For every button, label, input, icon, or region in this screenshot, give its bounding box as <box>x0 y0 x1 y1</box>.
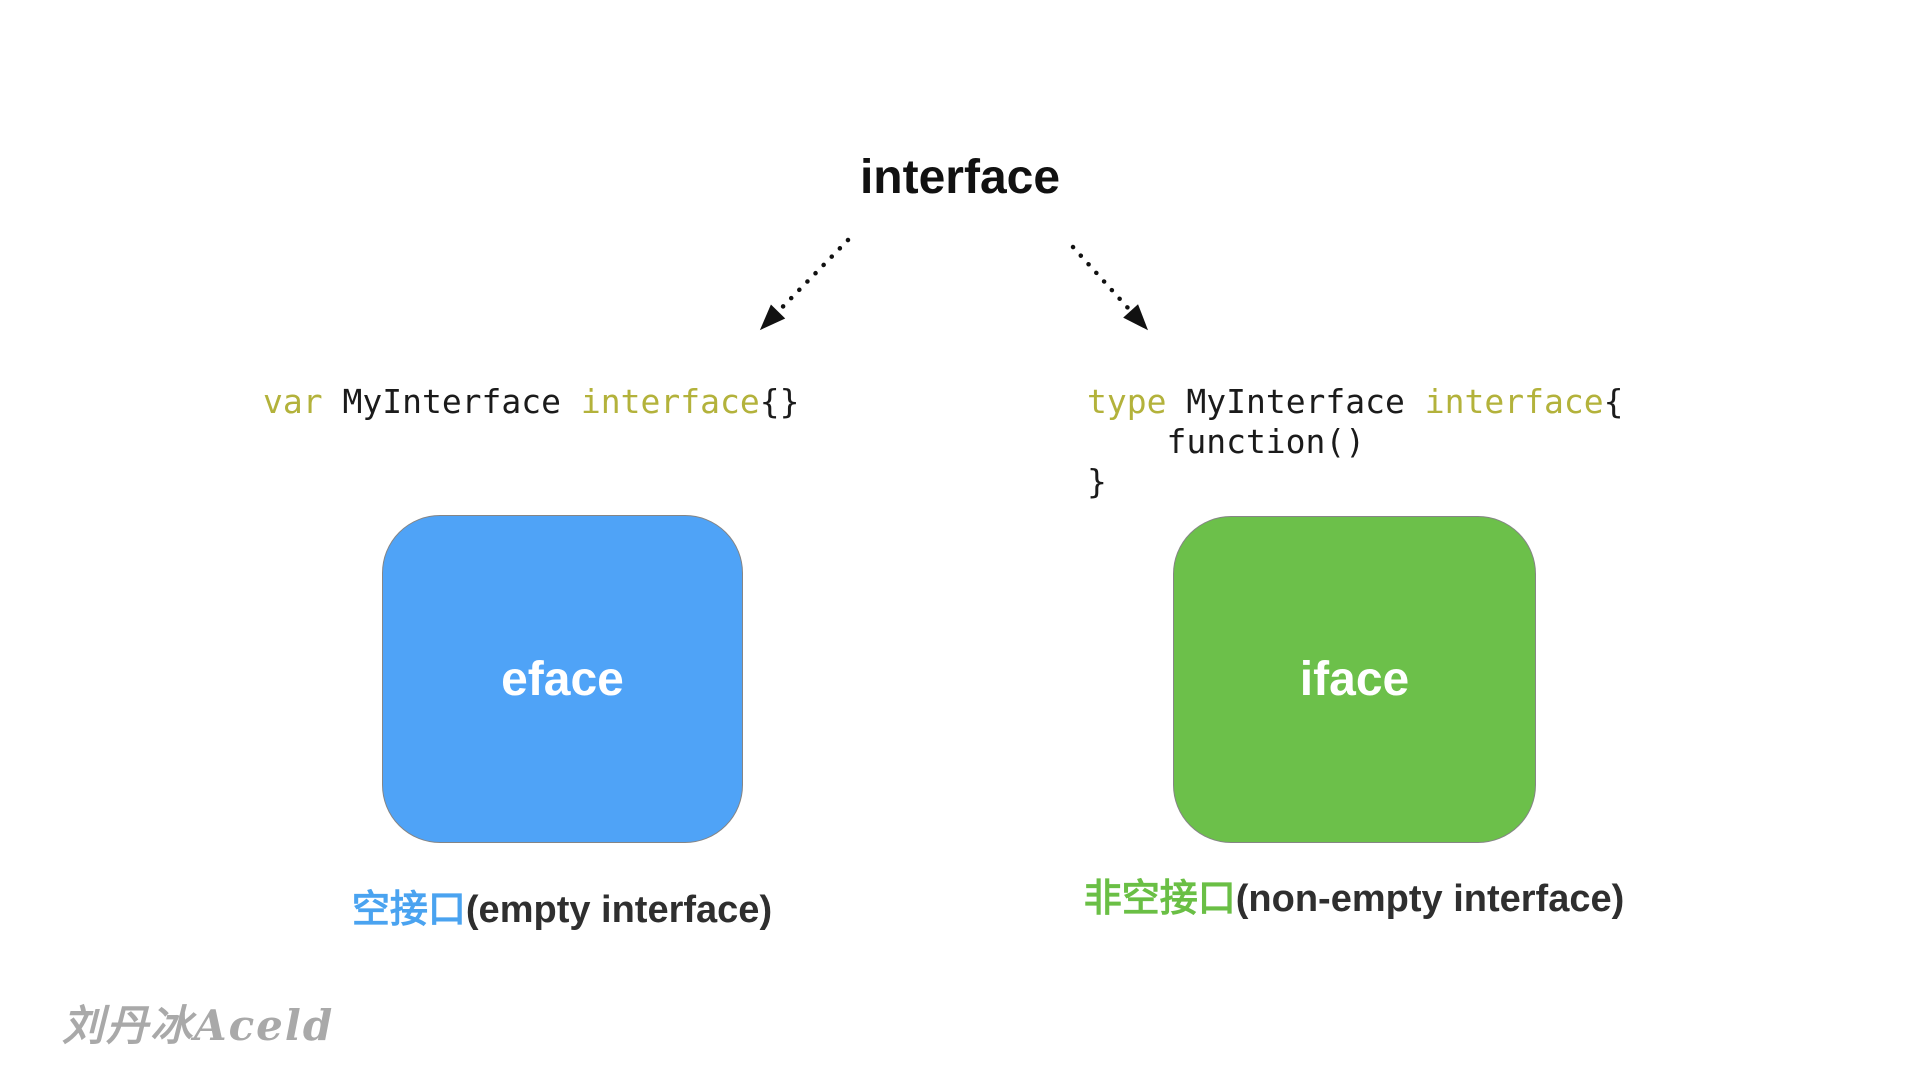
code-braces: {} <box>759 382 800 421</box>
iface-box: iface <box>1173 516 1536 843</box>
code-open-brace: { <box>1603 382 1624 421</box>
eface-label: eface <box>501 652 624 706</box>
code-identifier: MyInterface <box>322 382 581 421</box>
author-watermark: 刘丹冰Aceld <box>62 1001 335 1050</box>
code-nonempty-interface: type MyInterface interface{ function()} <box>1087 382 1623 502</box>
code-line-1: type MyInterface interface{ <box>1087 382 1623 422</box>
caption-empty-interface: 空接口(empty interface) <box>212 878 912 933</box>
caption-empty-en: (empty interface) <box>465 889 773 931</box>
code-identifier: MyInterface <box>1166 382 1425 421</box>
code-line-3: } <box>1087 462 1107 501</box>
code-keyword-interface: interface <box>1424 382 1604 421</box>
arrow-left-dotted <box>759 237 851 331</box>
code-empty-interface: var MyInterface interface{} <box>263 382 799 422</box>
code-keyword-interface: interface <box>580 382 760 421</box>
caption-nonempty-zh: 非空接口 <box>1083 878 1236 920</box>
code-keyword-var: var <box>263 382 323 421</box>
code-line-2: function() <box>1087 422 1366 461</box>
caption-nonempty-en: (non-empty interface) <box>1235 878 1625 920</box>
diagram-title: interface <box>859 151 1061 204</box>
eface-box: eface <box>382 515 743 843</box>
iface-label: iface <box>1299 653 1410 706</box>
caption-empty-zh: 空接口 <box>351 889 466 931</box>
arrow-right-dotted <box>1070 244 1149 331</box>
code-keyword-type: type <box>1087 382 1167 421</box>
caption-nonempty-interface: 非空接口(non-empty interface) <box>1004 867 1704 922</box>
